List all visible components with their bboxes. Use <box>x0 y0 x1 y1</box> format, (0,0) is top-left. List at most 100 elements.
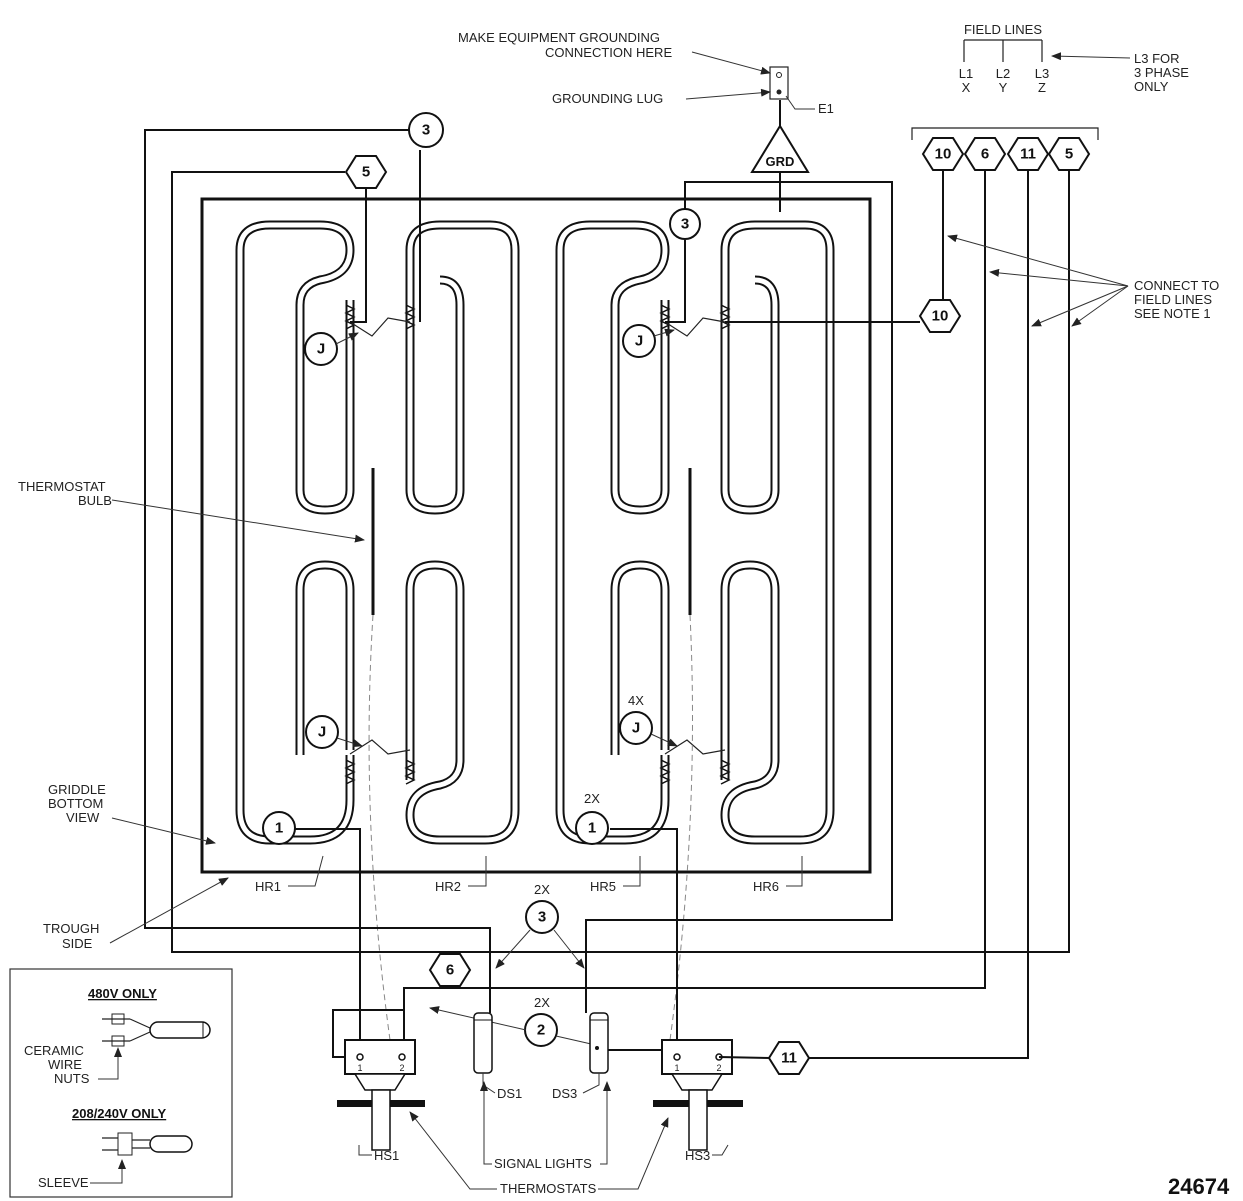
legend-208v: 208/240V ONLY <box>72 1106 167 1121</box>
callout-j-4: 4X J <box>619 693 653 745</box>
legend-ceramic-1: CERAMIC <box>24 1043 84 1058</box>
l3-note-line2: 3 PHASE <box>1134 65 1189 80</box>
trough-side-line1: TROUGH <box>43 921 99 936</box>
svg-text:3: 3 <box>538 909 546 926</box>
svg-text:2: 2 <box>537 1022 545 1039</box>
svg-text:11: 11 <box>781 1050 797 1067</box>
field-terminal-x: X <box>962 80 971 95</box>
field-line-l1: L1 <box>959 66 973 81</box>
callout-j-1: J <box>304 332 338 366</box>
callout-2: 2X 2 <box>524 995 558 1047</box>
callout-11-top: 11 <box>1007 137 1049 171</box>
hs3-term-2: 2 <box>716 1063 721 1073</box>
drawing-number: 24674 <box>1168 1174 1230 1199</box>
field-line-l3: L3 <box>1035 66 1049 81</box>
signal-light-ds1 <box>473 1012 493 1074</box>
multiplier-2x-c3: 2X <box>534 882 550 897</box>
hs1-term-1: 1 <box>357 1063 362 1073</box>
label-ds3: DS3 <box>552 1086 577 1101</box>
svg-text:J: J <box>632 720 640 737</box>
l3-note-line1: L3 FOR <box>1134 51 1180 66</box>
griddle-bottom-line3: VIEW <box>66 810 100 825</box>
heating-element-hr1-hr2 <box>235 220 520 845</box>
svg-text:6: 6 <box>446 962 454 979</box>
grd-label: GRD <box>766 154 795 169</box>
svg-text:6: 6 <box>981 146 989 163</box>
callout-j-2: J <box>622 324 656 358</box>
field-lines-title: FIELD LINES <box>964 22 1042 37</box>
signal-lights-label: SIGNAL LIGHTS <box>494 1156 592 1171</box>
callout-10-top: 10 <box>922 137 964 171</box>
element-terminals <box>344 304 731 785</box>
svg-text:10: 10 <box>932 308 949 325</box>
grd-symbol: GRD <box>750 124 810 173</box>
connect-leaders <box>947 234 1129 327</box>
hs1-term-2: 2 <box>399 1063 404 1073</box>
thermostat-bulb-line1: THERMOSTAT <box>18 479 106 494</box>
label-hs3: HS3 <box>685 1148 710 1163</box>
e1-label: E1 <box>818 101 834 116</box>
svg-text:3: 3 <box>681 216 689 233</box>
svg-text:1: 1 <box>588 820 596 837</box>
field-terminal-z: Z <box>1038 80 1046 95</box>
thermostats-label: THERMOSTATS <box>500 1181 597 1196</box>
griddle-bottom-line2: BOTTOM <box>48 796 103 811</box>
field-lines-block: FIELD LINES L1 L2 L3 X Y Z L3 FOR 3 PHAS… <box>911 22 1189 140</box>
callout-11-bottom: 11 <box>768 1041 810 1075</box>
field-terminal-y: Y <box>999 80 1008 95</box>
callout-5-right: 5 <box>1048 137 1090 171</box>
ground-note-line2: CONNECTION HERE <box>545 45 672 60</box>
label-hr1: HR1 <box>255 879 281 894</box>
label-ds1: DS1 <box>497 1086 522 1101</box>
svg-text:10: 10 <box>935 146 952 163</box>
grounding-lug <box>769 66 789 100</box>
l3-note-line3: ONLY <box>1134 79 1169 94</box>
signal-light-ds3 <box>589 1012 609 1074</box>
wiring <box>144 100 1070 1059</box>
griddle-plate <box>200 197 872 874</box>
multiplier-2x-c2: 2X <box>534 995 550 1010</box>
callout-1-left: 1 <box>262 811 296 845</box>
ceramic-wire-nut <box>102 1013 211 1047</box>
connect-note-line2: FIELD LINES <box>1134 292 1212 307</box>
connect-note-line3: SEE NOTE 1 <box>1134 306 1211 321</box>
legend-ceramic-2: WIRE <box>48 1057 82 1072</box>
svg-text:J: J <box>635 333 643 350</box>
callout-3-top: 3 <box>408 112 444 148</box>
grounding-lug-label: GROUNDING LUG <box>552 91 663 106</box>
svg-text:1: 1 <box>275 820 283 837</box>
griddle-bottom-line1: GRIDDLE <box>48 782 106 797</box>
thermostat-hs3: 1 2 <box>605 1013 743 1151</box>
callout-3-right: 3 <box>669 208 701 240</box>
hs3-term-1: 1 <box>674 1063 679 1073</box>
connect-note-line1: CONNECT TO <box>1134 278 1219 293</box>
ground-note-line1: MAKE EQUIPMENT GROUNDING <box>458 30 660 45</box>
label-hr6: HR6 <box>753 879 779 894</box>
thermostat-bulb-line2: BULB <box>78 493 112 508</box>
sleeve-connector <box>102 1132 193 1156</box>
svg-text:5: 5 <box>1065 146 1073 163</box>
trough-side-line2: SIDE <box>62 936 93 951</box>
label-hs1: HS1 <box>374 1148 399 1163</box>
callout-10-mid: 10 <box>919 299 961 333</box>
multiplier-2x-c1: 2X <box>584 791 600 806</box>
callout-j-3: J <box>305 715 339 749</box>
svg-text:J: J <box>318 724 326 741</box>
svg-text:3: 3 <box>422 122 430 139</box>
field-line-l2: L2 <box>996 66 1010 81</box>
legend-sleeve: SLEEVE <box>38 1175 89 1190</box>
svg-text:5: 5 <box>362 164 370 181</box>
callout-6-bottom: 6 <box>429 953 471 987</box>
label-hr2: HR2 <box>435 879 461 894</box>
legend-ceramic-3: NUTS <box>54 1071 90 1086</box>
callout-6-top: 6 <box>964 137 1006 171</box>
thermostat-hs1: 1 2 <box>332 1009 425 1151</box>
legend-480v: 480V ONLY <box>88 986 157 1001</box>
label-hr5: HR5 <box>590 879 616 894</box>
legend-box: 480V ONLY CERAMIC WIRE NUTS 208/240V ONL… <box>9 968 233 1198</box>
svg-text:J: J <box>317 341 325 358</box>
callout-5-top: 5 <box>345 155 387 189</box>
callout-1-right: 2X 1 <box>575 791 609 845</box>
multiplier-4x: 4X <box>628 693 644 708</box>
